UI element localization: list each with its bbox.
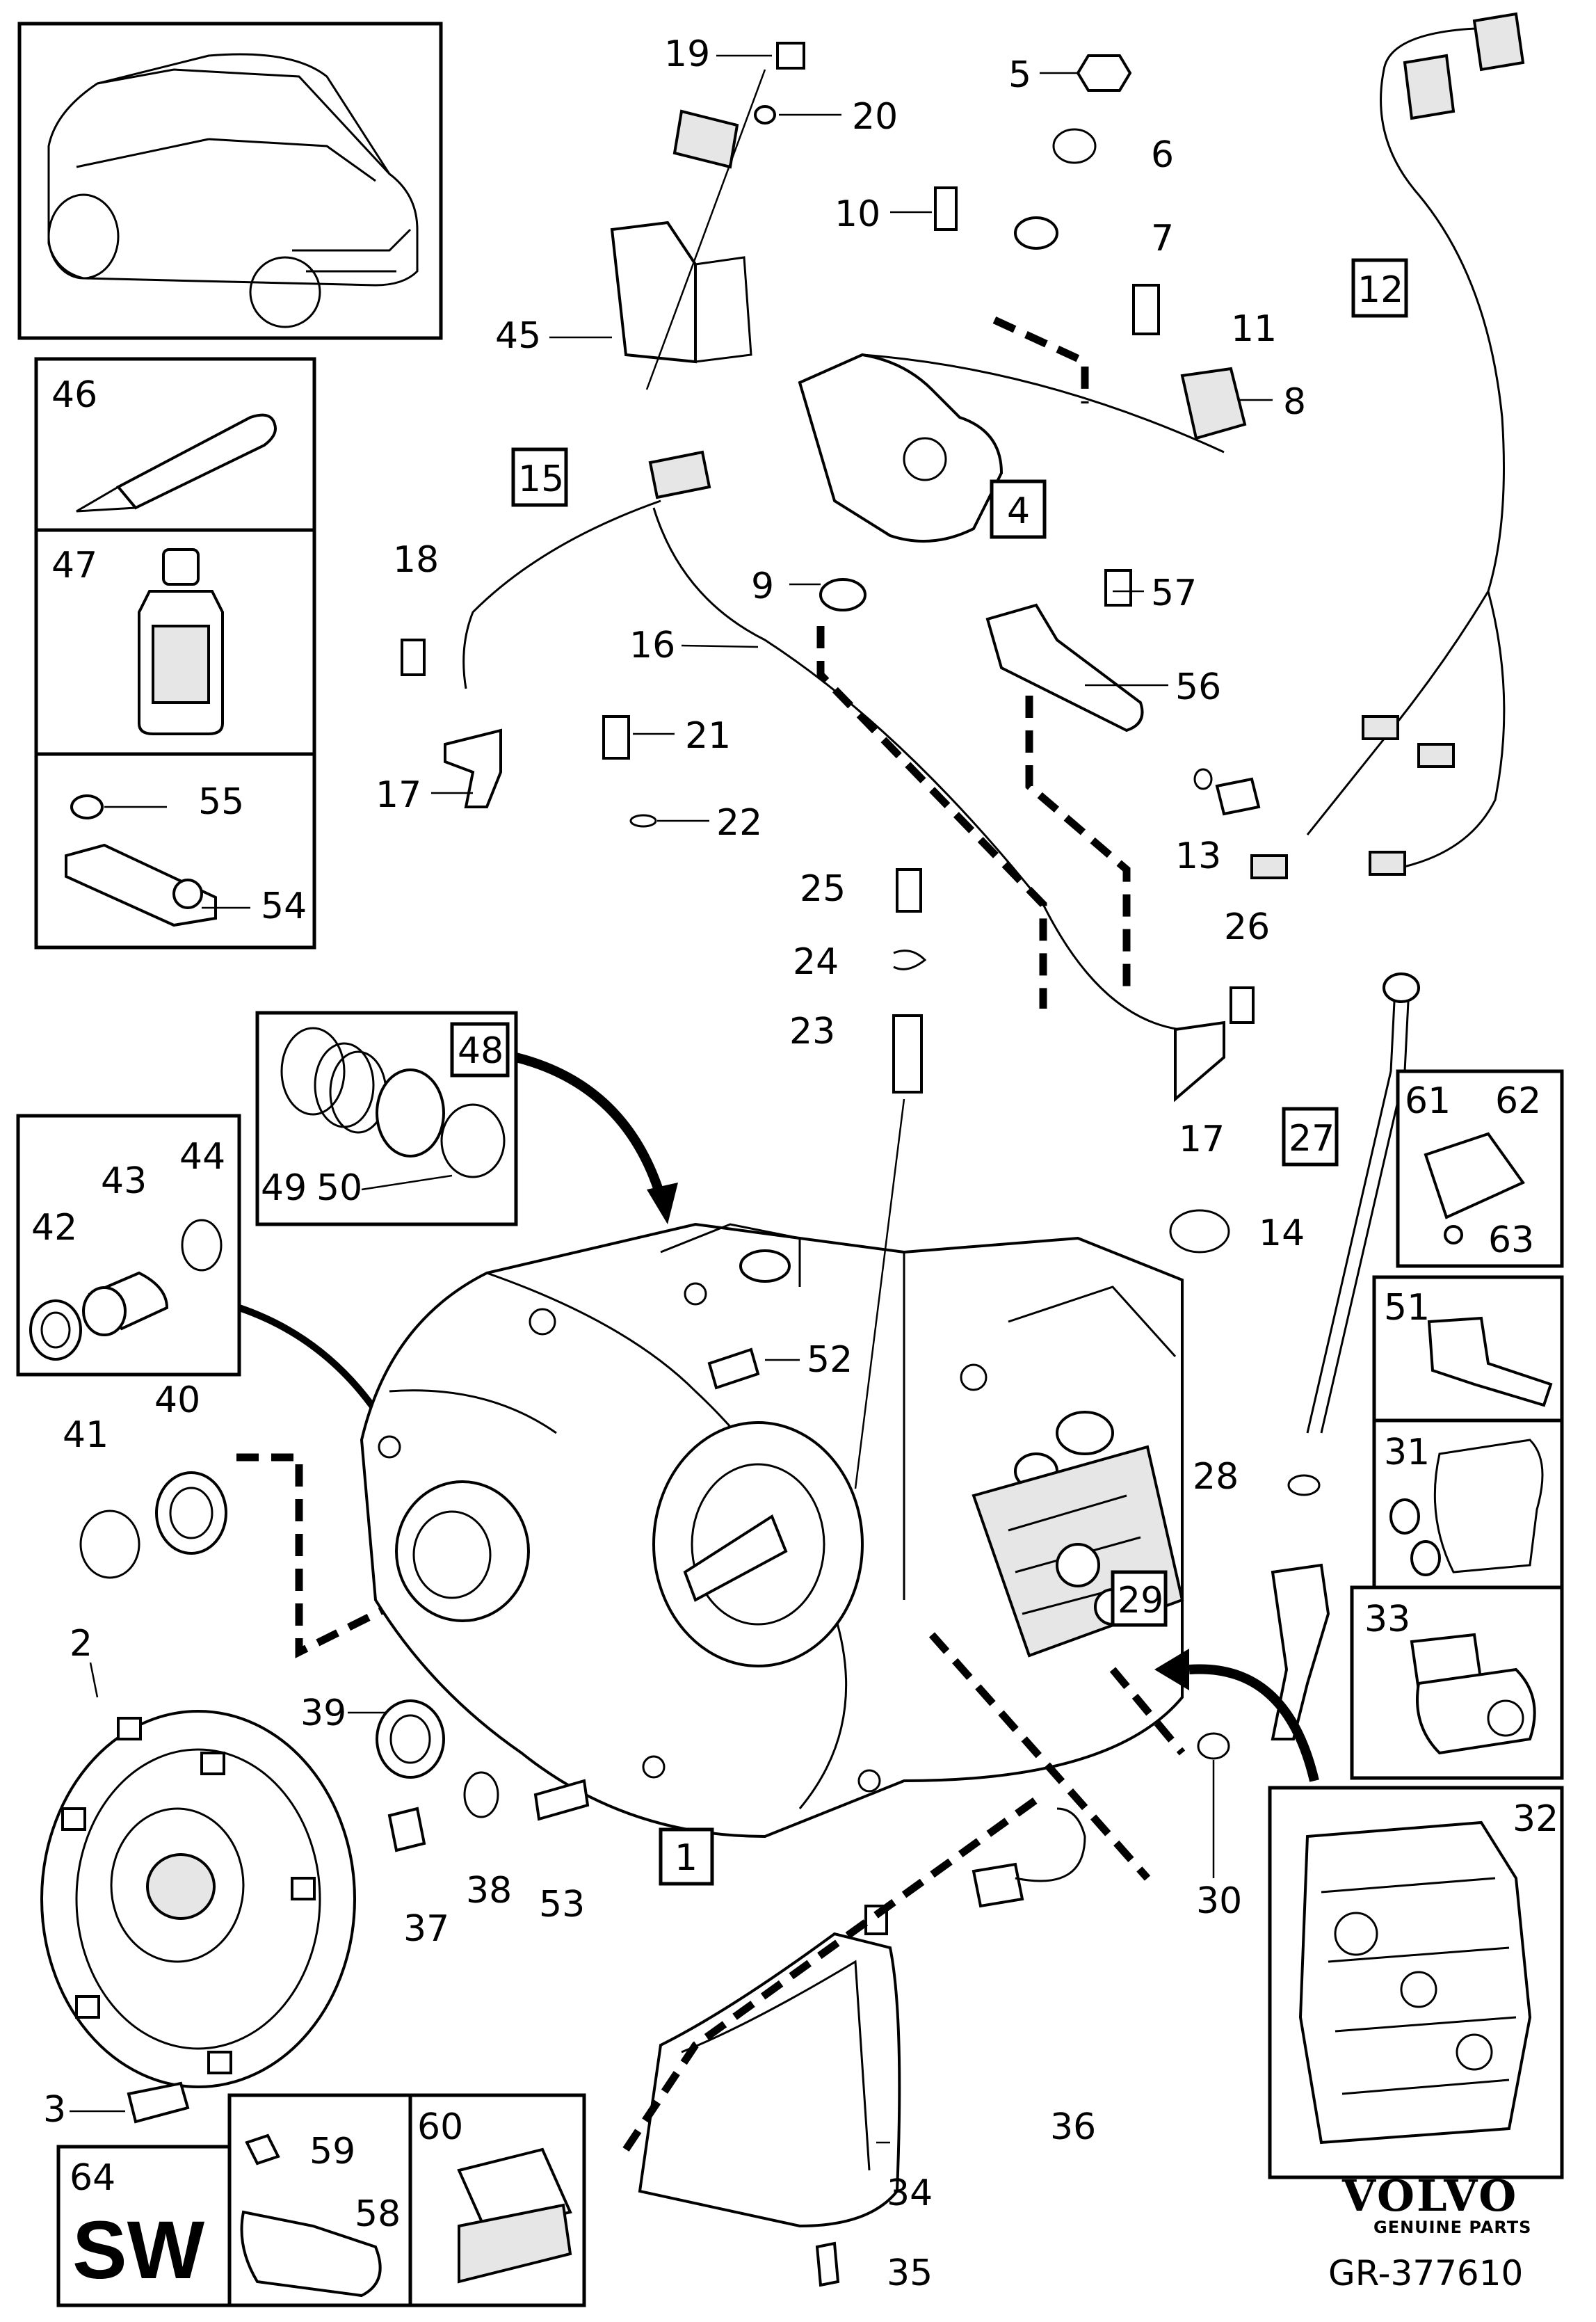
label-53: 53 (539, 1884, 585, 1925)
label-14: 14 (1259, 1212, 1305, 1254)
label-8: 8 (1283, 381, 1306, 423)
label-60: 60 (417, 2106, 463, 2148)
box-42-44-bushing: 42 43 44 (16, 1114, 241, 1377)
box-33: 33 (1350, 1585, 1564, 1780)
box-64-sw: 64 SW (56, 2145, 232, 2307)
label-33: 33 (1364, 1599, 1410, 1640)
label-57: 57 (1151, 573, 1197, 614)
label-23: 23 (789, 1011, 835, 1052)
label-50: 50 (316, 1167, 362, 1209)
label-30: 30 (1196, 1880, 1242, 1922)
label-18: 18 (393, 539, 439, 581)
label-24: 24 (793, 941, 839, 983)
label-3: 3 (43, 2089, 66, 2131)
box-54-55-bracket: 55 54 (34, 752, 316, 950)
label-36: 36 (1050, 2106, 1096, 2148)
box-32-valve-body: 32 (1268, 1786, 1564, 2179)
sw-label: SW (72, 2204, 205, 2296)
label-17: 17 (376, 774, 421, 816)
box-47-fluid-bottle: 47 (34, 528, 316, 756)
label-35: 35 (887, 2252, 933, 2294)
label-7: 7 (1151, 218, 1174, 259)
label-61: 61 (1405, 1080, 1451, 1122)
label-27: 27 (1289, 1118, 1335, 1160)
parts-56-57-bracket: 57 56 (985, 569, 1221, 732)
transmission-housing (360, 1222, 1184, 1839)
label-6: 6 (1151, 134, 1174, 176)
label-34: 34 (887, 2172, 933, 2214)
label-45: 45 (495, 315, 541, 357)
label-63: 63 (1488, 1219, 1534, 1261)
label-26: 26 (1224, 906, 1270, 948)
box-29: 29 (1111, 1570, 1168, 1627)
label-9: 9 (751, 566, 774, 607)
box-61-63: 61 62 63 (1396, 1069, 1564, 1268)
label-38: 38 (466, 1870, 512, 1912)
seals-40-41: 41 40 (63, 1379, 227, 1579)
diagram-reference: GR-377610 (1328, 2253, 1523, 2293)
label-46: 46 (51, 374, 97, 416)
label-52: 52 (807, 1339, 853, 1381)
label-13: 13 (1175, 835, 1221, 877)
box-60: 60 (408, 2093, 586, 2307)
parts-21-25: 21 22 25 24 23 (602, 715, 927, 1489)
label-62: 62 (1495, 1080, 1541, 1122)
label-2: 2 (70, 1623, 92, 1665)
label-44: 44 (179, 1136, 225, 1178)
label-10: 10 (835, 193, 880, 235)
label-55: 55 (198, 781, 244, 823)
label-25: 25 (800, 868, 846, 910)
label-31: 31 (1384, 1432, 1430, 1473)
front-seals-bolts: 39 38 37 53 52 (300, 1339, 853, 1950)
label-59: 59 (309, 2131, 355, 2172)
label-64: 64 (70, 2157, 115, 2199)
label-37: 37 (403, 1908, 449, 1950)
box-1: 1 (659, 1827, 714, 1886)
label-16: 16 (629, 625, 675, 666)
label-56: 56 (1175, 666, 1221, 708)
label-5: 5 (1008, 54, 1031, 96)
label-51: 51 (1384, 1287, 1430, 1329)
oil-pan: 36 34 35 (638, 1807, 1096, 2294)
box-51: 51 (1372, 1275, 1564, 1423)
label-21: 21 (685, 715, 731, 757)
label-43: 43 (101, 1160, 147, 1202)
parts-4-11-range-sensor: 5 6 7 10 11 8 4 9 (751, 54, 1306, 611)
car-thumbnail (17, 22, 443, 340)
torque-converter: 2 3 (40, 1623, 356, 2131)
label-12: 12 (1357, 269, 1403, 311)
label-15: 15 (518, 458, 564, 500)
label-29: 29 (1118, 1580, 1163, 1622)
label-32: 32 (1513, 1798, 1558, 1840)
label-22: 22 (716, 802, 762, 844)
speed-sensors: 15 16 18 17 26 17 (376, 447, 1270, 1160)
box-31: 31 (1372, 1418, 1564, 1590)
label-19: 19 (664, 33, 710, 75)
box-46-sealant: 46 (34, 357, 316, 532)
label-47: 47 (51, 545, 97, 586)
label-28: 28 (1193, 1456, 1239, 1498)
label-41: 41 (63, 1414, 108, 1456)
parts-19-20-45: 19 20 45 (495, 33, 898, 390)
label-42: 42 (31, 1207, 77, 1249)
brand-tagline: GENUINE PARTS (1373, 2218, 1531, 2237)
label-17: 17 (1179, 1119, 1225, 1160)
volvo-logo: VOLVO GENUINE PARTS GR-377610 (1328, 2170, 1531, 2293)
label-49: 49 (261, 1167, 307, 1209)
label-58: 58 (355, 2193, 401, 2235)
box-48-seals: 48 49 50 (255, 1011, 518, 1226)
label-20: 20 (852, 96, 898, 138)
label-39: 39 (300, 1692, 346, 1734)
brand-name: VOLVO (1341, 2170, 1518, 2221)
label-4: 4 (1007, 490, 1030, 532)
box-58-59: 59 58 (227, 2093, 412, 2307)
label-54: 54 (261, 886, 307, 927)
label-1: 1 (675, 1837, 698, 1879)
wiring-harness-12: 12 13 (1175, 12, 1525, 879)
label-48: 48 (458, 1030, 503, 1072)
label-40: 40 (154, 1379, 200, 1421)
label-11: 11 (1231, 308, 1277, 350)
